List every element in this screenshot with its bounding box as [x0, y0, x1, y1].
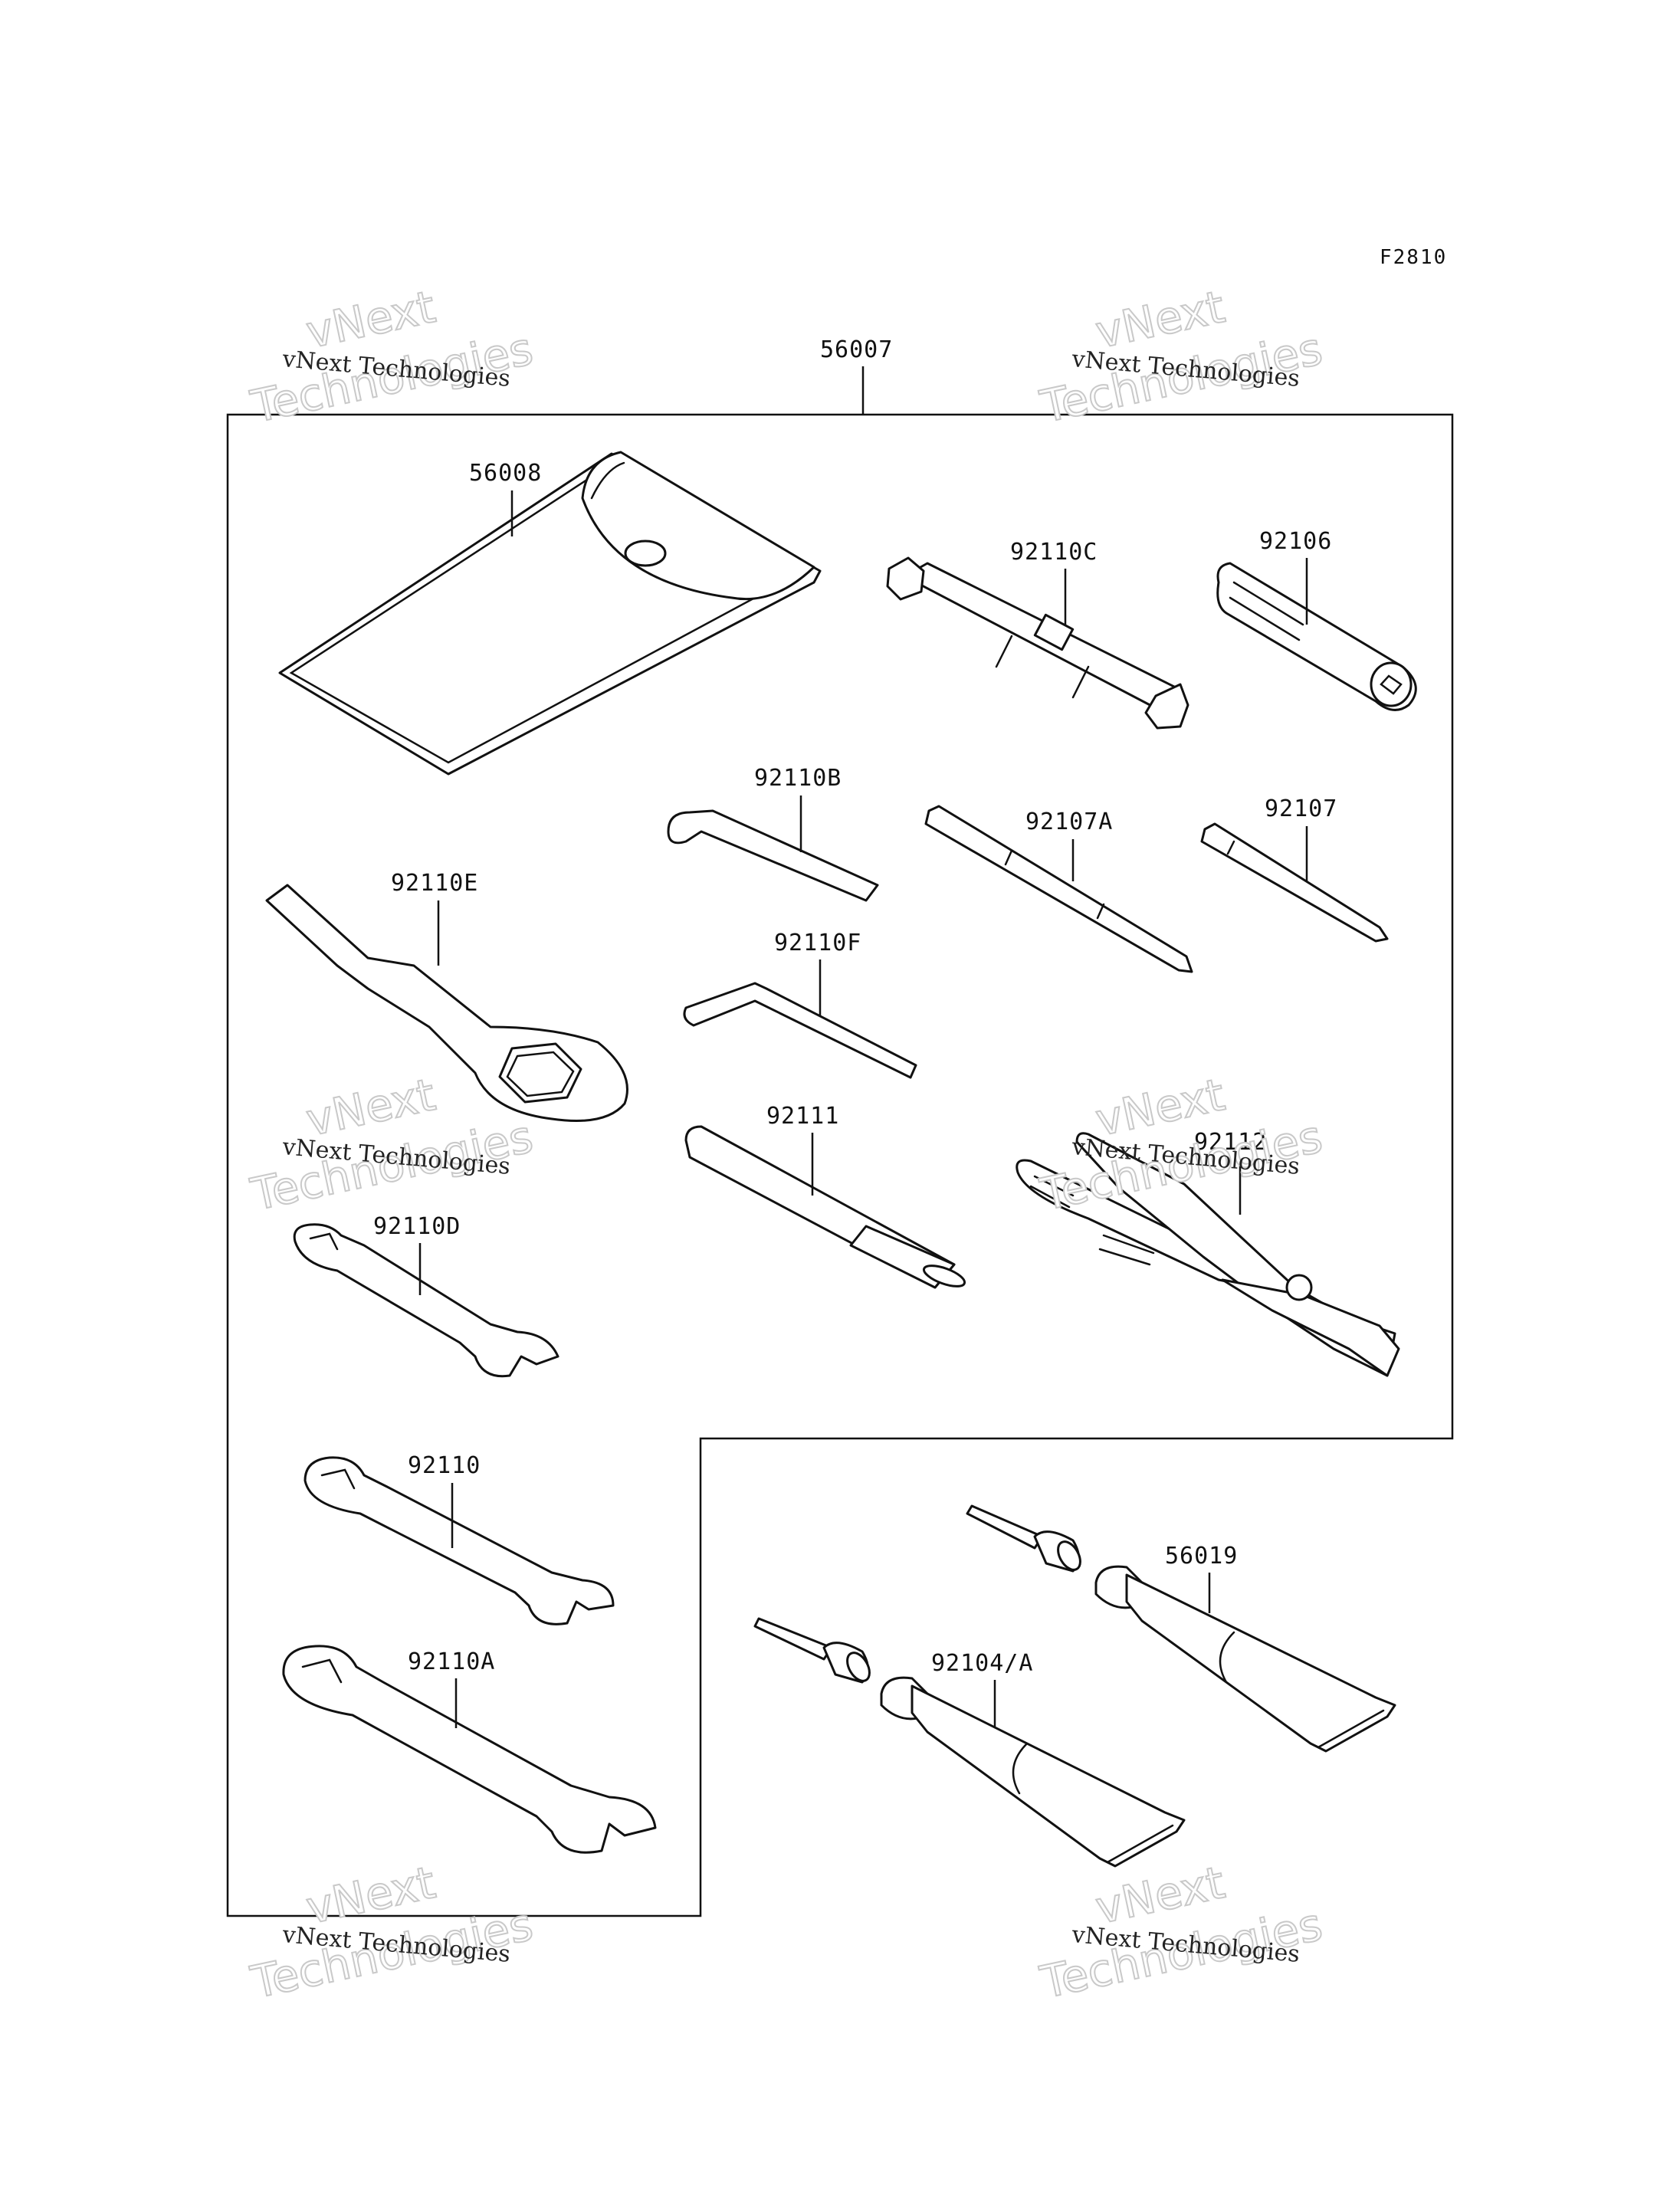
part-label-92104A: 92104/A — [931, 1650, 1033, 1677]
hex-key-92110F[interactable] — [683, 982, 917, 1079]
part-label-56019: 56019 — [1165, 1543, 1238, 1570]
open-end-wrench-92110D[interactable] — [293, 1223, 559, 1378]
part-label-92110E: 92110E — [391, 870, 478, 897]
part-label-92107A: 92107A — [1025, 809, 1113, 835]
extension-bar-92111[interactable] — [684, 1125, 967, 1291]
open-end-wrench-92110[interactable] — [304, 1456, 615, 1625]
grease-tube-92104A[interactable] — [753, 1617, 1186, 1868]
part-label-92110D: 92110D — [373, 1213, 461, 1240]
part-label-56008: 56008 — [469, 460, 542, 487]
watermark-bottom-right: vNext Technologies — [1035, 1855, 1327, 2009]
tool-pouch-56008[interactable] — [278, 451, 822, 776]
screwdriver-handle-92106[interactable] — [1216, 562, 1417, 711]
grease-tube-56019[interactable] — [966, 1504, 1396, 1753]
part-label-kit: 56007 — [820, 336, 893, 363]
ring-spanner-92110E[interactable] — [265, 884, 628, 1122]
pliers-92112[interactable] — [1016, 1132, 1400, 1377]
kit-boundary — [226, 413, 1454, 1917]
part-label-92112: 92112 — [1194, 1129, 1267, 1156]
svg-text:vNext: vNext — [1091, 1068, 1229, 1146]
hex-key-92110B[interactable] — [667, 809, 879, 902]
part-label-92110: 92110 — [408, 1452, 481, 1479]
part-label-92111: 92111 — [766, 1103, 839, 1130]
part-label-92110A: 92110A — [408, 1648, 495, 1675]
watermark-mid-right: vNext Technologies — [1035, 1068, 1327, 1222]
screwdriver-bit-92107[interactable] — [1200, 822, 1389, 943]
figure-code: F2810 — [1380, 246, 1447, 269]
part-label-92110F: 92110F — [774, 930, 861, 956]
watermark-bottom-left: vNext Technologies — [245, 1855, 538, 2009]
watermark-top-left: vNext Technologies — [245, 280, 538, 434]
box-wrench-92110C[interactable] — [886, 556, 1189, 730]
open-end-wrench-92110A[interactable] — [282, 1645, 657, 1854]
part-label-92106: 92106 — [1259, 528, 1332, 555]
watermark-top-right: vNext Technologies — [1035, 280, 1327, 434]
screwdriver-bit-92107A[interactable] — [924, 805, 1193, 973]
part-label-92110C: 92110C — [1010, 539, 1098, 566]
part-label-92107: 92107 — [1265, 795, 1337, 822]
part-label-92110B: 92110B — [754, 765, 842, 792]
